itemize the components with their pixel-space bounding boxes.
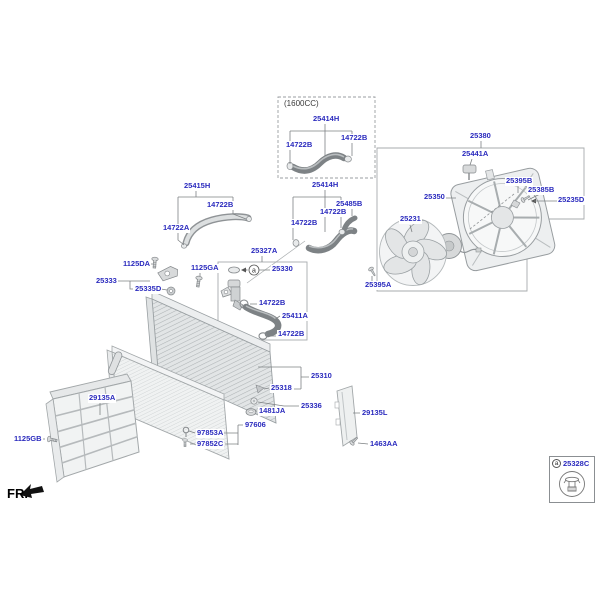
- hose-1600cc-group: [277, 96, 376, 179]
- legend-row: a 25328C: [550, 457, 594, 468]
- cap-pictogram: [559, 471, 585, 497]
- legend-part-number: 25328C: [563, 459, 590, 468]
- dashed-leader: [469, 193, 515, 230]
- fr-direction-arrow: [20, 484, 44, 498]
- clip-97853a: [182, 426, 190, 434]
- radiator-cap: [228, 266, 240, 274]
- cooling-fan-group: [367, 147, 585, 292]
- screw-25395a: [367, 265, 378, 278]
- leader-lines: [40, 124, 557, 445]
- fan-bracket-25441a: [462, 164, 477, 180]
- filler-neck: [220, 279, 244, 311]
- sensor-bracket: [510, 199, 521, 209]
- reservoir-group: a: [217, 261, 308, 341]
- radiator-group: [145, 290, 277, 424]
- hose-lower-group: [292, 215, 358, 254]
- mount-clip-25318: [255, 384, 265, 394]
- legend-ref-circle: a: [552, 459, 561, 468]
- fr-label: FR.: [7, 486, 28, 501]
- bolt-1125ga: [194, 275, 203, 288]
- air-guard-right-group: [334, 385, 360, 447]
- air-guard-left-group: [45, 373, 140, 483]
- receiver-drier: [107, 351, 123, 375]
- bolt-97852c: [182, 438, 188, 448]
- cap-ref-letter: a: [252, 268, 256, 275]
- radiator-mounts-group: [150, 256, 203, 296]
- clamp: [258, 332, 268, 340]
- mount-bracket-25333: [157, 265, 178, 282]
- arrowhead: [531, 198, 536, 204]
- bolt-1125da: [150, 256, 159, 269]
- legend-box: a 25328C: [549, 456, 595, 503]
- hose-upper-group: [181, 213, 252, 249]
- reservoir-hose: [242, 303, 282, 338]
- fan-blade: [379, 218, 447, 286]
- fan-shroud: [450, 167, 556, 272]
